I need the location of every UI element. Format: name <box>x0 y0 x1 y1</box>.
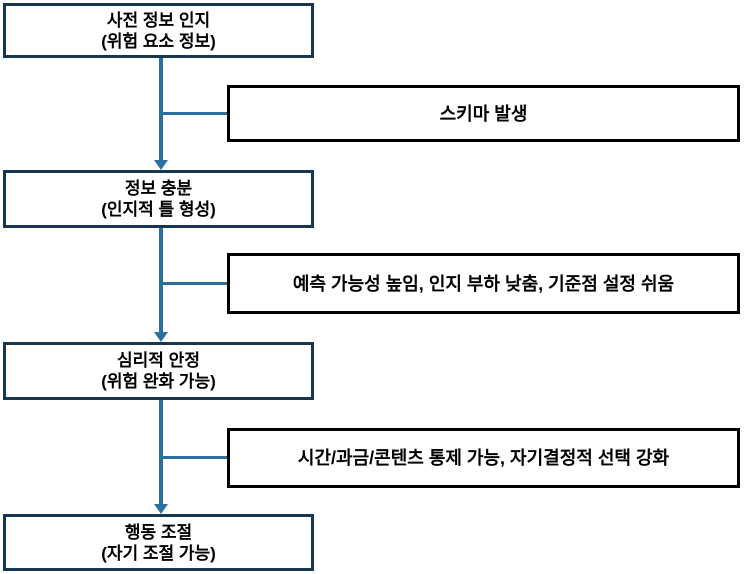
flow-box-subtitle: (자기 조절 가능) <box>101 543 216 563</box>
flow-box-title: 심리적 안정 <box>117 351 200 370</box>
annotation-box-control: 시간/과금/콘텐츠 통제 가능, 자기결정적 선택 강화 <box>227 428 740 488</box>
flow-box-psychological-stability: 심리적 안정 (위험 완화 가능) <box>3 342 314 400</box>
arrow-down-icon <box>154 504 168 514</box>
annotation-label: 스키마 발생 <box>439 103 528 124</box>
arrow-down-icon <box>154 332 168 342</box>
flow-box-title: 정보 충분 <box>124 179 193 198</box>
annotation-label: 예측 가능성 높임, 인지 부하 낮춤, 기준점 설정 쉬움 <box>292 273 675 294</box>
branch-line-1 <box>161 112 227 115</box>
connector-line-2 <box>159 228 163 332</box>
flow-box-subtitle: (위험 요소 정보) <box>101 31 216 51</box>
annotation-label: 시간/과금/콘텐츠 통제 가능, 자기결정적 선택 강화 <box>297 448 670 468</box>
connector-line-3 <box>159 400 163 504</box>
annotation-box-predictability: 예측 가능성 높임, 인지 부하 낮춤, 기준점 설정 쉬움 <box>227 253 740 314</box>
branch-line-3 <box>161 456 227 459</box>
flow-box-prior-information: 사전 정보 인지 (위험 요소 정보) <box>3 3 314 58</box>
flow-box-information-sufficiency: 정보 충분 (인지적 틀 형성) <box>3 170 314 228</box>
branch-line-2 <box>161 282 227 285</box>
annotation-box-schema: 스키마 발생 <box>227 85 740 142</box>
flow-box-title: 사전 정보 인지 <box>106 10 211 30</box>
connector-line-1 <box>159 58 163 160</box>
flow-box-title: 행동 조절 <box>124 522 193 542</box>
flow-box-behavior-regulation: 행동 조절 (자기 조절 가능) <box>3 514 314 571</box>
flow-box-subtitle: (위험 완화 가능) <box>101 372 216 391</box>
flow-box-subtitle: (인지적 틀 형성) <box>101 200 216 219</box>
arrow-down-icon <box>154 160 168 170</box>
